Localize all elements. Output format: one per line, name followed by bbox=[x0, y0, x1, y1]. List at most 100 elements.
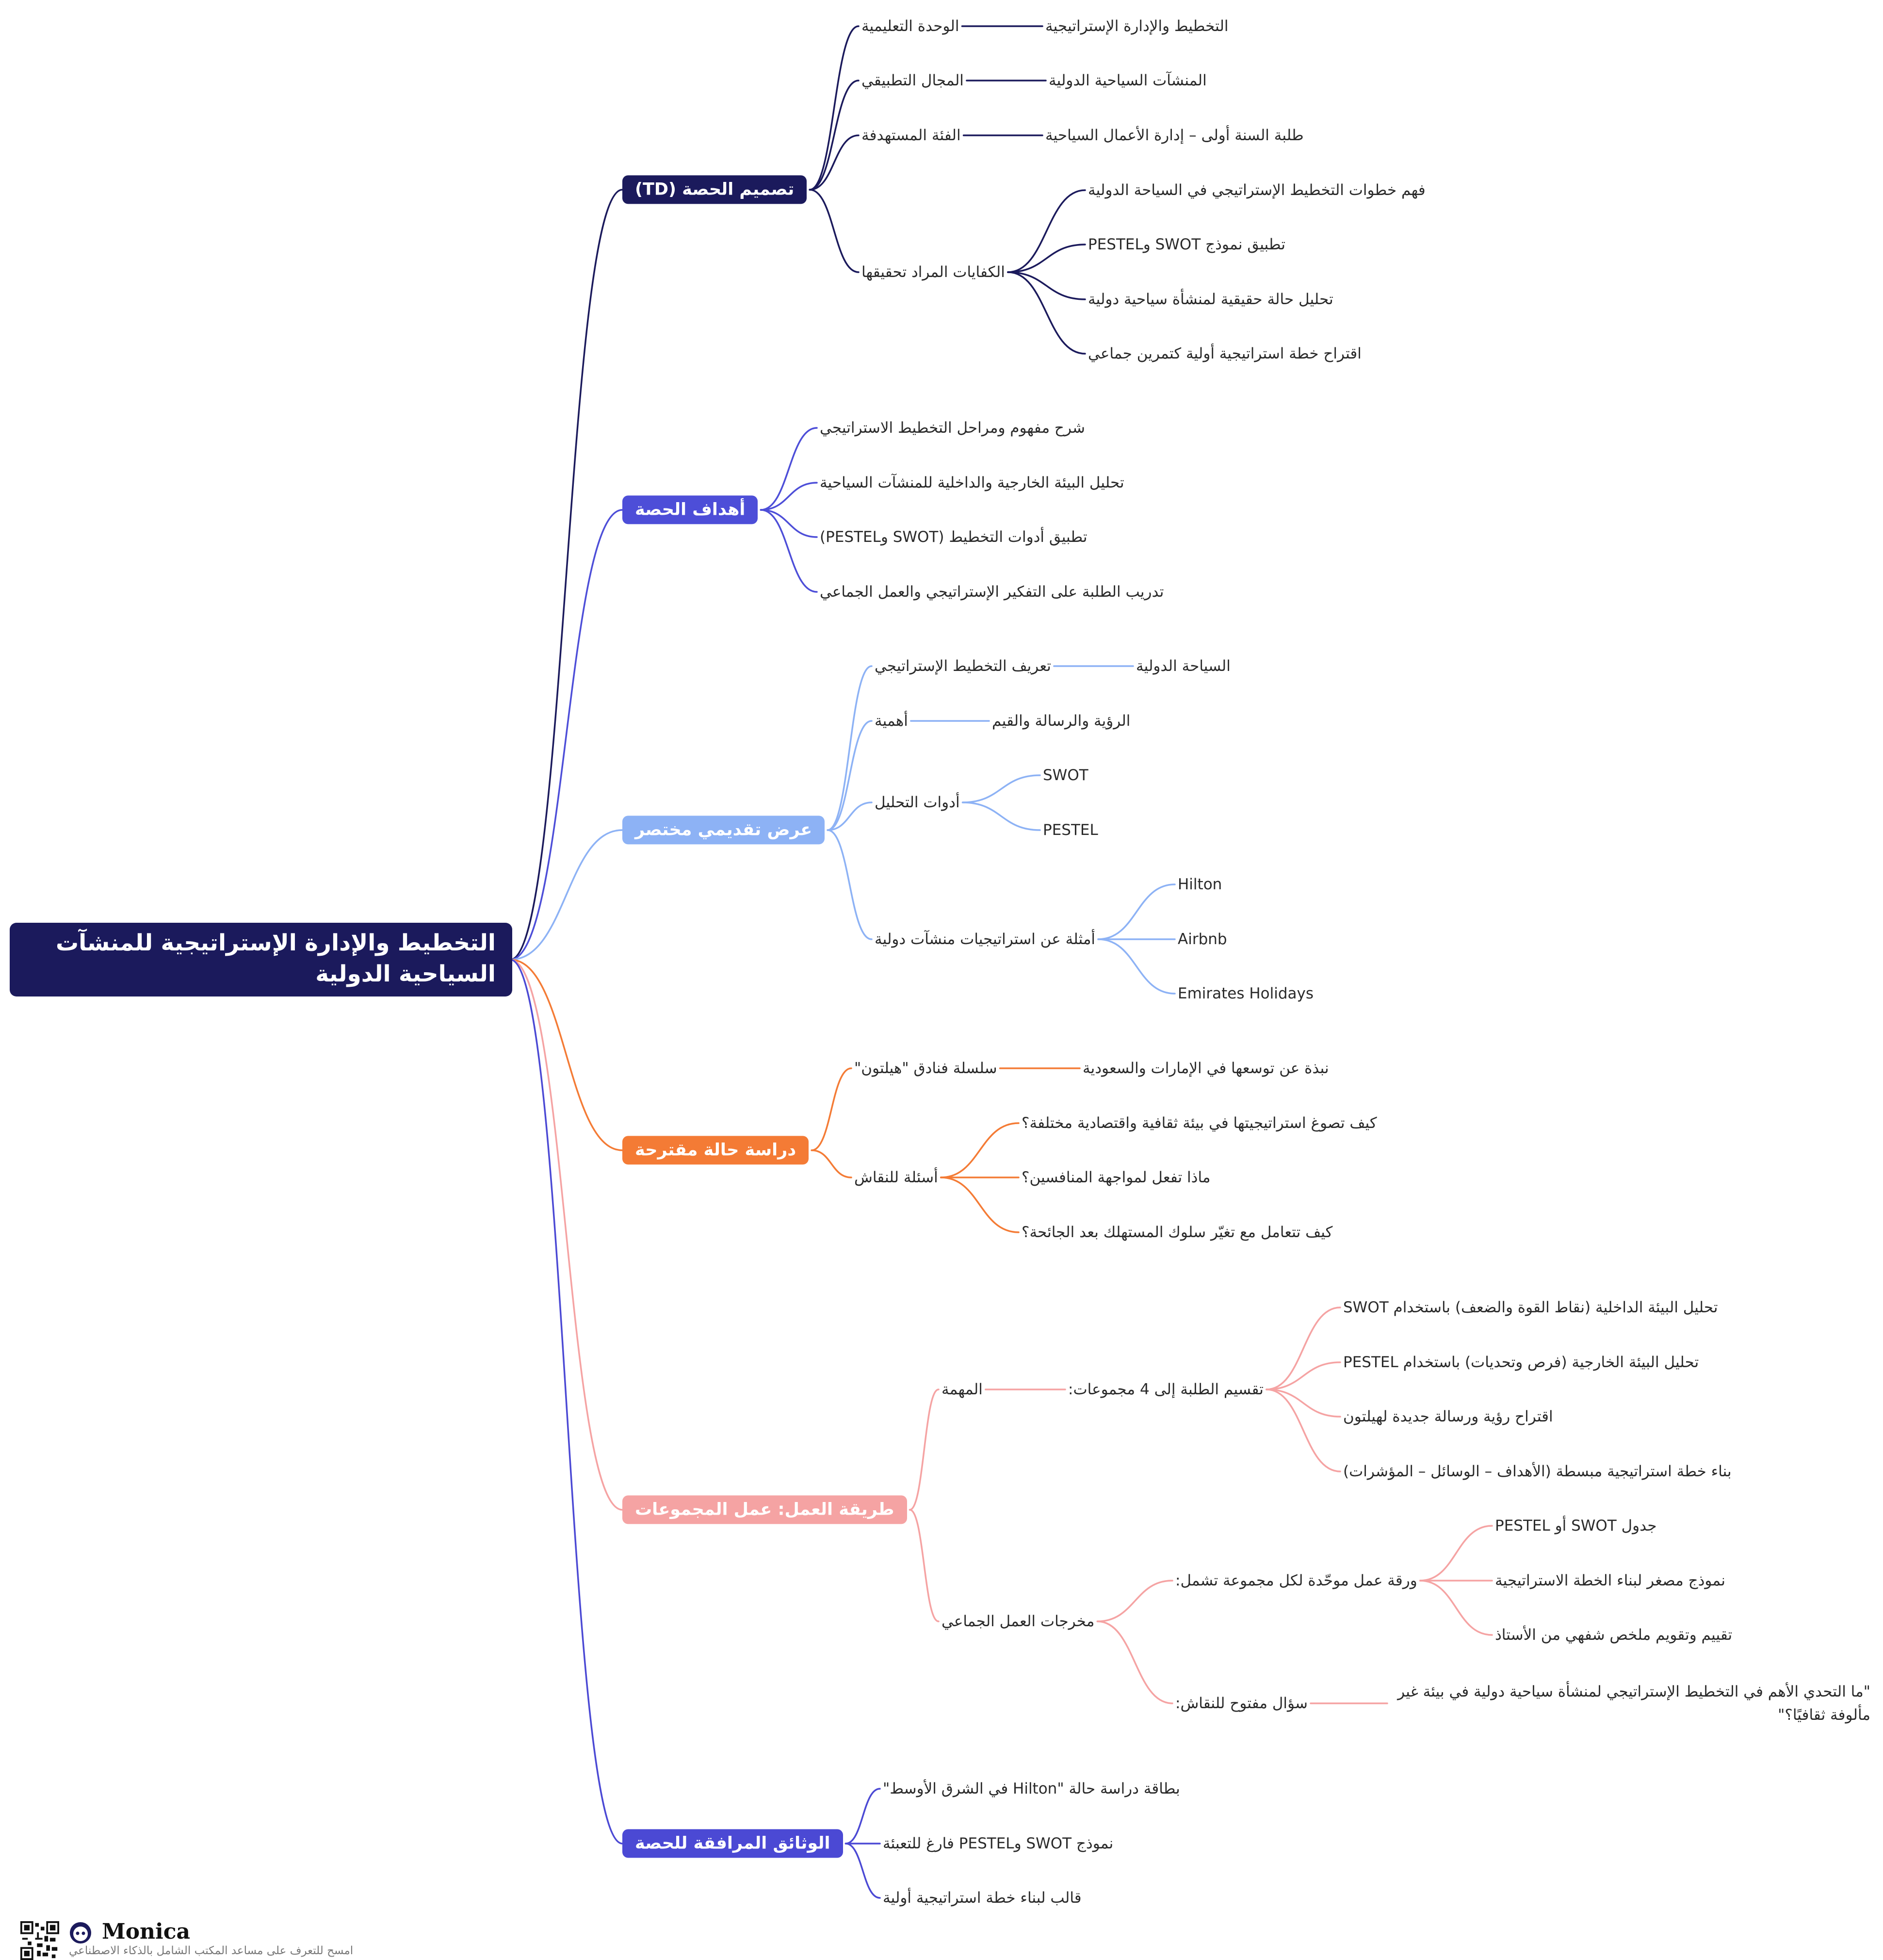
qr-code-icon bbox=[20, 1921, 59, 1960]
root-to-branch-connector bbox=[509, 959, 623, 1151]
topic-node[interactable]: تقسيم الطلبة إلى 4 مجموعات: bbox=[1068, 1380, 1264, 1398]
topic-node[interactable]: ماذا تفعل لمواجهة المنافسين؟ bbox=[1022, 1168, 1211, 1186]
topic-node[interactable]: نبذة عن توسعها في الإمارات والسعودية bbox=[1083, 1059, 1329, 1077]
topic-node[interactable]: كيف تصوغ استراتيجيتها في بيئة ثقافية واق… bbox=[1022, 1114, 1377, 1132]
topic-connector bbox=[1419, 1580, 1493, 1636]
topic-connector bbox=[844, 1843, 881, 1899]
topic-node[interactable]: شرح مفهوم ومراحل التخطيط الاستراتيجي bbox=[820, 419, 1086, 437]
topic-connector bbox=[1097, 938, 1176, 995]
topic-node[interactable]: الفئة المستهدفة bbox=[861, 126, 961, 144]
topic-node[interactable]: تحليل البيئة الداخلية (نقاط القوة والضعف… bbox=[1343, 1298, 1718, 1316]
topic-node[interactable]: بناء خطة استراتيجية مبسطة (الأهداف – الو… bbox=[1343, 1462, 1732, 1480]
topic-connector bbox=[1097, 883, 1176, 940]
topic-node[interactable]: الكفايات المراد تحقيقها bbox=[861, 263, 1005, 281]
branch-node[interactable]: الوثائق المرافقة للحصة bbox=[622, 1829, 843, 1858]
topic-node[interactable]: بطاقة دراسة حالة "Hilton في الشرق الأوسط… bbox=[883, 1780, 1180, 1797]
topic-node[interactable]: PESTEL bbox=[1043, 821, 1098, 839]
topic-node[interactable]: سلسلة فنادق "هيلتون" bbox=[854, 1059, 997, 1077]
branch-node[interactable]: عرض تقديمي مختصر bbox=[622, 816, 825, 845]
topic-node[interactable]: نموذج SWOT وPESTEL فارغ للتعبئة bbox=[883, 1834, 1114, 1852]
topic-node[interactable]: ورقة عمل موحّدة لكل مجموعة تشمل: bbox=[1175, 1571, 1417, 1589]
topic-connector bbox=[1266, 1361, 1341, 1390]
topic-node[interactable]: المهمة bbox=[942, 1380, 983, 1398]
branch-node[interactable]: دراسة حالة مقترحة bbox=[622, 1136, 809, 1165]
topic-connector bbox=[827, 829, 873, 940]
topic-connector bbox=[1007, 271, 1086, 300]
topic-connector bbox=[1007, 189, 1086, 273]
branch-node[interactable]: أهداف الحصة bbox=[622, 495, 758, 524]
topic-node[interactable]: اقتراح رؤية ورسالة جديدة لهيلتون bbox=[1343, 1407, 1553, 1425]
topic-node[interactable]: طلبة السنة أولى – إدارة الأعمال السياحية bbox=[1045, 126, 1304, 144]
topic-connector bbox=[1096, 1620, 1173, 1704]
topic-connector bbox=[760, 482, 818, 511]
topic-connector bbox=[940, 1176, 1020, 1233]
topic-connector bbox=[760, 427, 818, 511]
topic-node[interactable]: تطبيق أدوات التخطيط (SWOT وPESTEL) bbox=[820, 528, 1088, 546]
topic-node[interactable]: المنشآت السياحية الدولية bbox=[1049, 71, 1207, 89]
topic-node[interactable]: Airbnb bbox=[1178, 930, 1227, 948]
topic-connector bbox=[827, 720, 873, 831]
topic-node[interactable]: "ما التحدي الأهم في التخطيط الإستراتيجي … bbox=[1397, 1683, 1870, 1724]
topic-node[interactable]: كيف تتعامل مع تغيّر سلوك المستهلك بعد ال… bbox=[1022, 1223, 1333, 1241]
topic-node[interactable]: أهمية bbox=[875, 712, 908, 730]
root-to-branch-connector bbox=[509, 959, 623, 1511]
brand-tagline: امسح للتعرف على مساعد المكتب الشامل بالذ… bbox=[69, 1944, 354, 1957]
topic-connector bbox=[760, 509, 818, 593]
topic-connector bbox=[909, 1388, 940, 1511]
topic-connector bbox=[827, 665, 873, 831]
topic-connector bbox=[809, 25, 860, 191]
topic-connector bbox=[940, 1122, 1020, 1178]
branch-node[interactable]: طريقة العمل: عمل المجموعات bbox=[622, 1495, 907, 1524]
topic-connector bbox=[1266, 1388, 1341, 1472]
topic-connector bbox=[760, 509, 818, 538]
topic-node[interactable]: فهم خطوات التخطيط الإستراتيجي في السياحة… bbox=[1088, 181, 1426, 199]
topic-connector bbox=[1266, 1388, 1341, 1418]
topic-node[interactable]: تطبيق نموذج SWOT وPESTEL bbox=[1088, 235, 1285, 253]
topic-node[interactable]: التخطيط والإدارة الإستراتيجية bbox=[1045, 17, 1229, 35]
topic-node[interactable]: الرؤية والرسالة والقيم bbox=[992, 712, 1131, 730]
root-to-branch-connector bbox=[509, 189, 623, 961]
topic-node[interactable]: السياحة الدولية bbox=[1136, 657, 1231, 675]
root-to-branch-connector bbox=[509, 829, 623, 961]
topic-node[interactable]: تعريف التخطيط الإستراتيجي bbox=[875, 657, 1051, 675]
topic-node[interactable]: تحليل البيئة الخارجية (فرص وتحديات) باست… bbox=[1343, 1353, 1699, 1371]
topic-node[interactable]: تدريب الطلبة على التفكير الإستراتيجي وال… bbox=[820, 583, 1164, 601]
topic-node[interactable]: نموذج مصغر لبناء الخطة الاستراتيجية bbox=[1495, 1571, 1725, 1589]
topic-connector bbox=[811, 1067, 852, 1151]
topic-connector bbox=[809, 80, 860, 191]
topic-connector bbox=[1007, 271, 1086, 355]
topic-connector bbox=[811, 1149, 852, 1178]
topic-connector bbox=[961, 774, 1041, 803]
topic-node[interactable]: SWOT bbox=[1043, 766, 1088, 784]
brand-name: Monica bbox=[102, 1919, 191, 1944]
topic-node[interactable]: المجال التطبيقي bbox=[861, 71, 964, 89]
topic-node[interactable]: تحليل حالة حقيقية لمنشأة سياحية دولية bbox=[1088, 290, 1333, 308]
topic-node[interactable]: قالب لبناء خطة استراتيجية أولية bbox=[883, 1889, 1082, 1907]
topic-node[interactable]: جدول SWOT أو PESTEL bbox=[1495, 1517, 1657, 1535]
topic-node[interactable]: اقتراح خطة استراتيجية أولية كتمرين جماعي bbox=[1088, 344, 1362, 362]
topic-node[interactable]: Emirates Holidays bbox=[1178, 984, 1314, 1002]
topic-connector bbox=[1419, 1525, 1493, 1582]
topic-connector bbox=[1266, 1307, 1341, 1390]
root-node[interactable]: التخطيط والإدارة الإستراتيجية للمنشآت ال… bbox=[10, 923, 512, 996]
watermark: Monica امسح للتعرف على مساعد المكتب الشا… bbox=[20, 1919, 353, 1960]
topic-connector bbox=[909, 1509, 940, 1622]
topic-connector bbox=[1096, 1580, 1173, 1622]
topic-node[interactable]: تحليل البيئة الخارجية والداخلية للمنشآت … bbox=[820, 474, 1124, 491]
root-to-branch-connector bbox=[509, 959, 623, 1845]
topic-node[interactable]: سؤال مفتوح للنقاش: bbox=[1175, 1694, 1308, 1712]
topic-connector bbox=[809, 189, 860, 273]
topic-node[interactable]: مخرجات العمل الجماعي bbox=[942, 1612, 1095, 1630]
topic-node[interactable]: أدوات التحليل bbox=[875, 793, 960, 811]
topic-connector bbox=[809, 134, 860, 191]
topic-node[interactable]: أمثلة عن استراتيجيات منشآت دولية bbox=[875, 930, 1096, 948]
topic-node[interactable]: الوحدة التعليمية bbox=[861, 17, 959, 35]
topic-node[interactable]: Hilton bbox=[1178, 875, 1222, 893]
topic-node[interactable]: تقييم وتقويم ملخص شفهي من الأستاذ bbox=[1495, 1626, 1733, 1644]
topic-node[interactable]: أسئلة للنقاش bbox=[854, 1168, 938, 1186]
branch-node[interactable]: تصميم الحصة (TD) bbox=[622, 175, 807, 204]
topic-connector bbox=[961, 801, 1041, 831]
topic-connector bbox=[844, 1788, 881, 1845]
